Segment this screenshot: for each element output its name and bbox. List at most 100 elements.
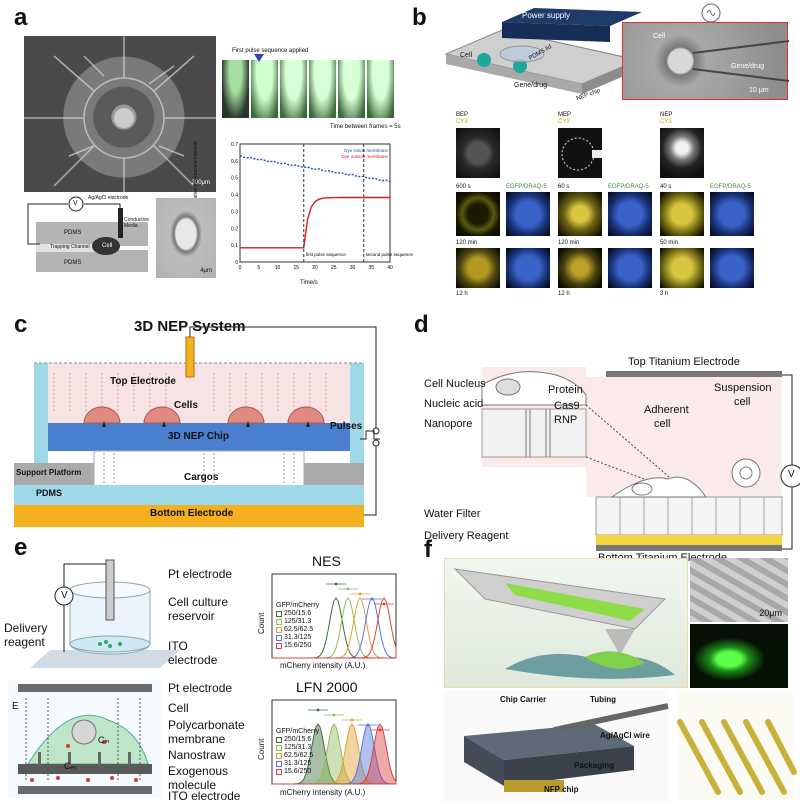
cell-label: Cell xyxy=(460,52,473,59)
hist-series-5 xyxy=(272,597,397,659)
pdms-label: PDMS xyxy=(36,488,63,498)
cell-nucleus-label: Cell Nucleus xyxy=(424,378,486,390)
chart-ytick: 0.5 xyxy=(231,176,238,182)
inset-nanochannel xyxy=(692,40,790,82)
nfp-chip-label: NFP chip xyxy=(544,785,579,794)
chip-label: 3D NEP Chip xyxy=(168,431,229,442)
cell-culture-label: Cell culture xyxy=(168,595,229,609)
lfn-histogram xyxy=(271,699,397,785)
frames-caption: Time between frames = 5s xyxy=(330,124,401,130)
panel-d: d Top Titanium Electrode Cell Nucleus Pr… xyxy=(400,305,800,564)
lfn-count-label: Count xyxy=(257,738,266,760)
chart-xtick: 30 xyxy=(350,265,356,271)
legend-label: 15.6/250 xyxy=(284,768,312,775)
legend-title: GFP/mCherry xyxy=(276,728,320,735)
trapping-schematic: V Ag/AgCl electrode Conductive Media PDM… xyxy=(24,196,154,278)
legend-entry: 15.6/250 xyxy=(276,768,319,776)
first-pulse-title: First pulse sequence applied xyxy=(232,48,309,54)
time-120min-a: 120 min xyxy=(456,240,478,246)
chart-xtick: 5 xyxy=(257,265,260,271)
cells-label: Cells xyxy=(174,400,198,411)
tubing-label: Tubing xyxy=(590,695,617,704)
wire-label: Ag/AgCl wire xyxy=(600,731,650,740)
power-icon xyxy=(701,3,721,23)
fluorescence-row-2 xyxy=(456,248,756,288)
chip-carrier-render: Chip Carrier Tubing Ag/AgCl wire Packagi… xyxy=(444,690,669,802)
chart-ytick: 0 xyxy=(235,260,238,266)
nep-system-diagram xyxy=(14,326,380,527)
hist-mean-3 xyxy=(350,718,354,722)
delivery-label: Delivery xyxy=(4,621,48,635)
reservoir-label: reservoir xyxy=(168,609,215,623)
cex-label: Cₑₓ xyxy=(64,761,77,771)
scale-bar-top: 200μm xyxy=(191,180,210,186)
chart-ylabel: Relative Fluorescent Intensity xyxy=(193,140,199,206)
chart-ytick: 0.7 xyxy=(231,142,238,148)
hist-mean-1 xyxy=(334,582,338,586)
legend-label: 62.5/62.5 xyxy=(284,626,314,633)
panel-a-label: a xyxy=(14,4,28,31)
legend-entry: 62.5/62.5 xyxy=(276,626,319,634)
schematic-volt: V xyxy=(73,200,78,207)
panel-e-label: e xyxy=(14,534,28,561)
nanopipette-drawing xyxy=(453,568,675,679)
hist-mean-1 xyxy=(316,708,320,712)
e-field-label: E xyxy=(12,701,19,712)
mep-cell-outline xyxy=(561,137,602,171)
panel-b-label: b xyxy=(412,4,427,31)
chart-frame xyxy=(239,143,391,263)
panel-b: b Power supply PDMS lid Cell Gene/drug N… xyxy=(400,0,800,297)
legend-swatch xyxy=(276,769,282,775)
panel-e: e V Pt electrode Cell culture reservoir … xyxy=(0,530,400,804)
suspension-cell-label: cell xyxy=(734,396,751,408)
chart-xtick: 40 xyxy=(387,265,393,271)
schematic-conductive: Conductive Media xyxy=(124,217,150,229)
legend-title: GFP/mCherry xyxy=(276,602,320,609)
series-inside-line xyxy=(239,154,391,183)
bep-image xyxy=(456,128,500,178)
nes-title: NES xyxy=(312,553,341,569)
nep-cy3: CY3 xyxy=(660,119,672,125)
chart-xlabel: Time/s xyxy=(300,280,318,286)
chart-xtick: 35 xyxy=(368,265,374,271)
timelapse-frames xyxy=(222,60,394,118)
schematic-trapping: Trapping Channel xyxy=(50,244,90,250)
legend-label: 250/15.6 xyxy=(284,736,312,743)
annot-second: second pulse sequence xyxy=(366,252,414,257)
legend-entry: 125/31.3 xyxy=(276,744,319,752)
panel-f-label: f xyxy=(424,536,432,563)
legend-entry: 125/31.3 xyxy=(276,618,319,626)
pt-electrode-top-label: Pt electrode xyxy=(168,567,233,581)
nanostraw-cross-section xyxy=(8,680,162,798)
green-fluorescence-image xyxy=(690,624,788,688)
nes-count-label: Count xyxy=(257,612,266,634)
trapped-cell-image: 4μm xyxy=(156,198,216,278)
legend-entry: 250/15.6 xyxy=(276,736,319,744)
chart-xtick: 10 xyxy=(275,265,281,271)
nanopore-diagram xyxy=(481,367,800,551)
schematic-electrode: Ag/AgCl electrode xyxy=(88,195,129,201)
hist-mean-5 xyxy=(378,728,382,732)
stain-label-3: EGFP/DRAQ-5 xyxy=(710,184,751,190)
legend-label: 15.6/250 xyxy=(284,642,312,649)
legend-swatch xyxy=(276,761,282,767)
stain-label-1: EGFP/DRAQ-5 xyxy=(506,184,547,190)
electrode-array-render xyxy=(677,692,797,800)
molecule-label: molecule xyxy=(168,778,217,792)
legend-swatch xyxy=(276,753,282,759)
panel-d-label: d xyxy=(414,311,429,338)
chart-ytick: 0.4 xyxy=(231,193,238,199)
legend-swatch xyxy=(276,611,282,617)
pulse-arrow-icon xyxy=(254,54,264,62)
nes-xlabel: mCherry intensity (A.U.) xyxy=(280,661,366,670)
electrode-word-label: electrode xyxy=(168,653,218,667)
gene-drug-label: Gene/drug xyxy=(514,82,548,89)
legend-label: 125/31.3 xyxy=(284,618,312,625)
schematic-pdms-top: PDMS xyxy=(64,230,82,236)
legend-entry: 250/15.6 xyxy=(276,610,319,618)
bep-label: BEP xyxy=(456,112,469,118)
lfn-title: LFN 2000 xyxy=(296,679,358,695)
hist-mean-4 xyxy=(370,597,374,601)
stain-label-2: EGFP/DRAQ-5 xyxy=(608,184,649,190)
